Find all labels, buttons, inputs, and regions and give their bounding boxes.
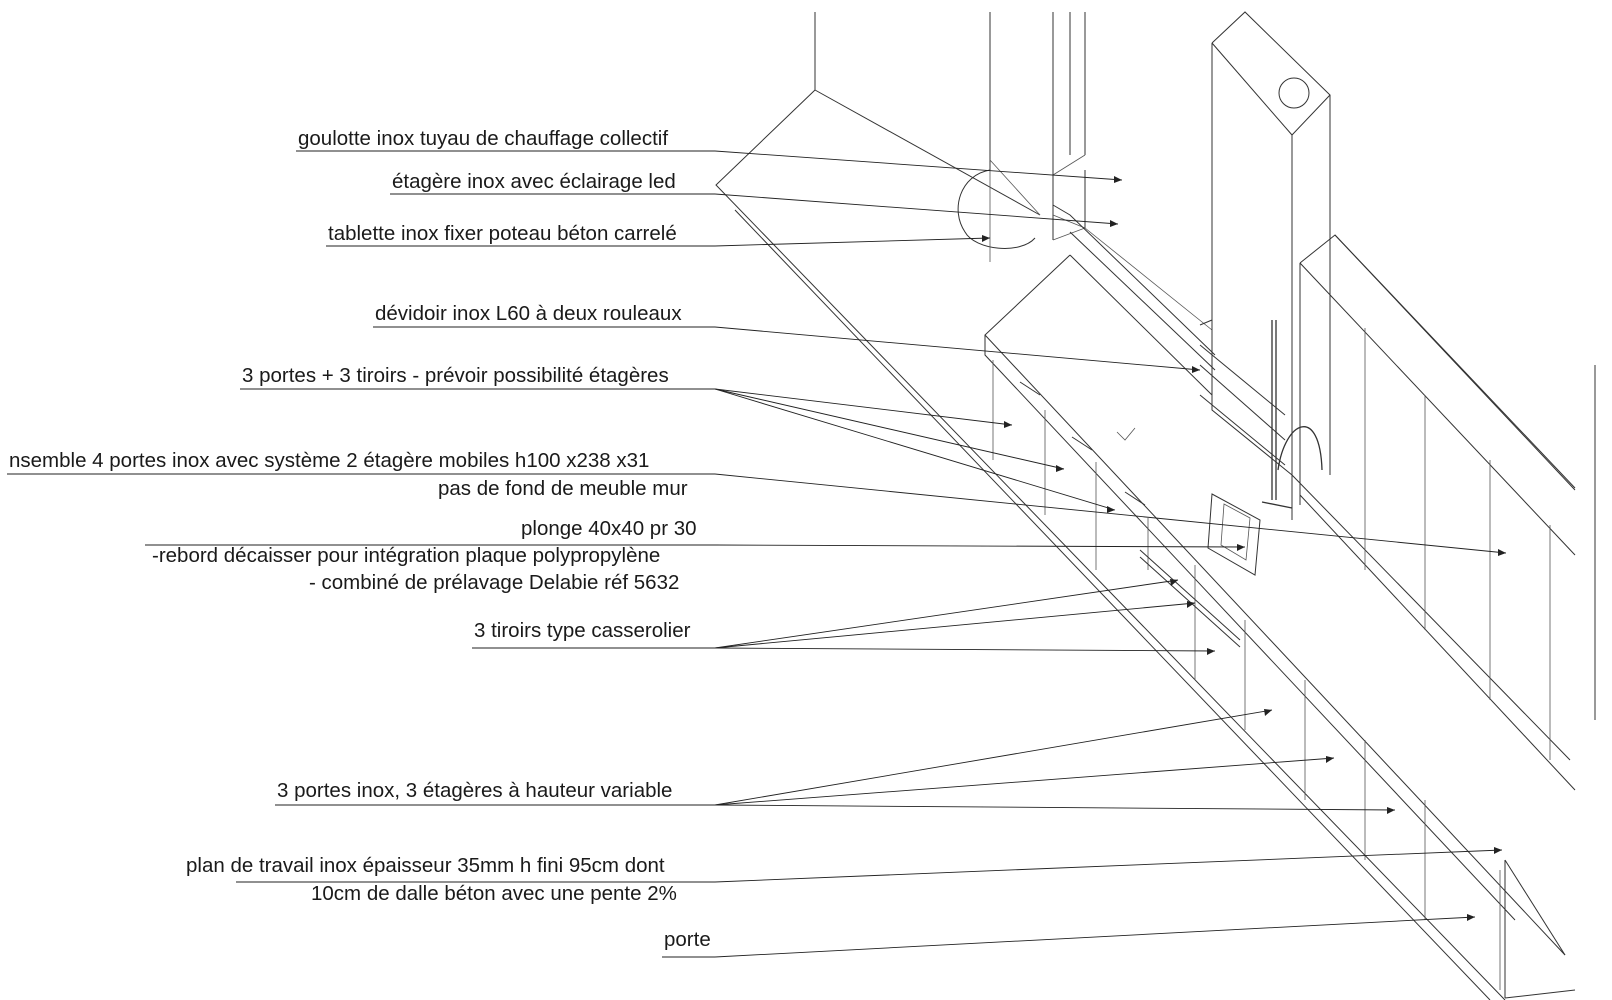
label-plan-travail-1: plan de travail inox épaisseur 35mm h fi… (186, 854, 665, 877)
label-devidoir: dévidoir inox L60 à deux rouleaux (375, 302, 682, 325)
annotation-goulotte: goulotte inox tuyau de chauffage collect… (296, 127, 1123, 181)
label-ensemble-portes-2: pas de fond de meuble mur (438, 477, 688, 500)
annotation-tablette: tablette inox fixer poteau béton carrelé (326, 222, 991, 247)
label-portes-inox: 3 portes inox, 3 étagères à hauteur vari… (277, 779, 672, 802)
label-plonge-1: plonge 40x40 pr 30 (521, 517, 697, 540)
annotation-casserolier: 3 tiroirs type casserolier (472, 579, 1216, 652)
label-casserolier: 3 tiroirs type casserolier (474, 619, 691, 642)
label-plonge-2: -rebord décaisser pour intégration plaqu… (152, 544, 660, 567)
label-porte: porte (664, 928, 711, 951)
leader-arrowheads (982, 176, 1506, 921)
annotation-portes-inox: 3 portes inox, 3 étagères à hauteur vari… (275, 709, 1396, 811)
label-plan-travail-2: 10cm de dalle béton avec une pente 2% (311, 882, 677, 905)
annotation-etagere: étagère inox avec éclairage led (390, 170, 1119, 225)
annotation-ensemble-portes: nsemble 4 portes inox avec système 2 éta… (7, 449, 1507, 554)
label-plonge-3: - combiné de prélavage Delabie réf 5632 (309, 571, 679, 594)
annotation-porte: porte (662, 916, 1476, 958)
axonometric-linework (715, 11, 1596, 1000)
label-portes-tiroirs: 3 portes + 3 tiroirs - prévoir possibili… (242, 364, 669, 387)
annotation-portes-tiroirs: 3 portes + 3 tiroirs - prévoir possibili… (240, 364, 1116, 511)
label-goulotte: goulotte inox tuyau de chauffage collect… (298, 127, 668, 150)
annotation-plonge: plonge 40x40 pr 30 -rebord décaisser pou… (145, 517, 1246, 594)
annotation-plan-travail: plan de travail inox épaisseur 35mm h fi… (186, 849, 1503, 905)
label-ensemble-portes-1: nsemble 4 portes inox avec système 2 éta… (9, 449, 649, 472)
label-tablette: tablette inox fixer poteau béton carrelé (328, 222, 677, 245)
annotation-devidoir: dévidoir inox L60 à deux rouleaux (373, 302, 1201, 371)
label-etagere: étagère inox avec éclairage led (392, 170, 676, 193)
